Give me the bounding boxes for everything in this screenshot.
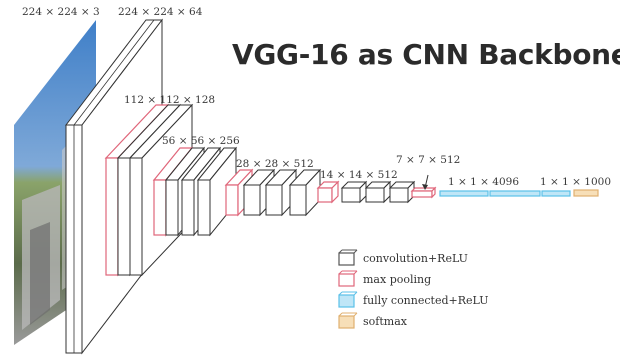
legend-label-conv: convolution+ReLU <box>363 252 468 265</box>
legend: convolution+ReLU max pooling fully conne… <box>338 249 488 329</box>
pool4-conv5-block <box>316 180 416 204</box>
label-conv4-dims: 28 × 28 × 512 <box>236 158 314 170</box>
label-fc-dims: 1 × 1 × 4096 <box>448 176 519 188</box>
legend-item-pool: max pooling <box>338 270 431 287</box>
pool5-block <box>410 174 437 199</box>
label-pool5-dims: 7 × 7 × 512 <box>396 154 460 166</box>
label-input-dims: 224 × 224 × 3 <box>22 6 100 18</box>
label-conv5-dims: 14 × 14 × 512 <box>320 169 398 181</box>
pool2-conv3-block <box>152 146 238 237</box>
legend-item-conv: convolution+ReLU <box>338 249 468 266</box>
figure-title: VGG-16 as CNN Backbone <box>232 38 620 71</box>
label-softmax-dims: 1 × 1 × 1000 <box>540 176 611 188</box>
legend-label-pool: max pooling <box>363 273 431 286</box>
fc-block <box>439 190 571 197</box>
legend-label-fc: fully connected+ReLU <box>363 294 488 307</box>
label-conv1-dims: 224 × 224 × 64 <box>118 6 203 18</box>
legend-item-fc: fully connected+ReLU <box>338 291 488 308</box>
legend-label-softmax: softmax <box>363 315 408 328</box>
softmax-block <box>573 189 599 197</box>
pool3-conv4-block <box>224 168 322 217</box>
label-conv3-dims: 56 × 56 × 256 <box>162 135 240 147</box>
label-conv2-dims: 112 × 112 × 128 <box>124 94 215 106</box>
legend-item-softmax: softmax <box>338 312 408 329</box>
